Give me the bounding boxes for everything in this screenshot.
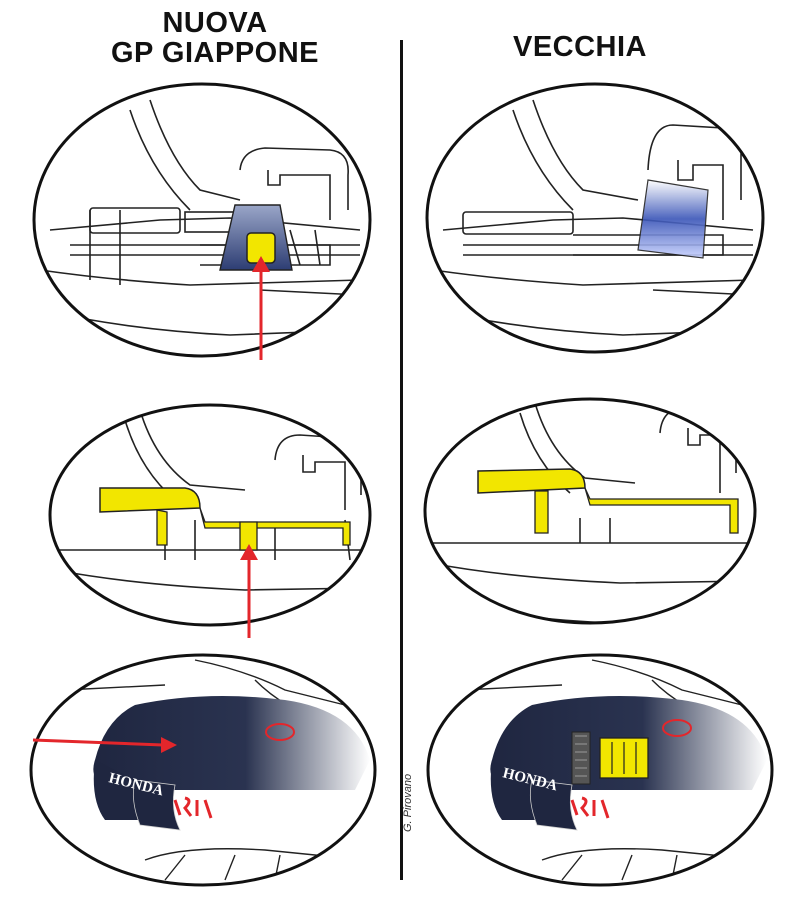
panel-new-bottom-frame — [29, 653, 377, 887]
panel-old-bottom: HONDA — [426, 653, 774, 887]
panel-new-top-frame — [32, 82, 372, 358]
panel-new-middle-frame — [48, 403, 372, 627]
panel-new-top — [32, 82, 372, 360]
rb-logo-new — [265, 723, 295, 741]
panel-old-top — [425, 82, 765, 354]
artist-credit: G. Pirovano — [402, 773, 414, 832]
panel-old-bottom-frame — [426, 653, 774, 887]
panel-old-top-frame — [425, 82, 765, 354]
arrow-new-middle — [240, 544, 258, 638]
panel-old-middle-frame — [423, 397, 757, 625]
highlight-new-wing — [99, 487, 351, 551]
panel-old-middle — [423, 397, 757, 625]
column-divider — [400, 40, 403, 880]
arrow-new-bottom — [32, 737, 177, 753]
highlight-old-wing — [477, 468, 739, 534]
panel-new-bottom: HONDA — [29, 653, 377, 887]
column-title-new: NUOVA GP GIAPPONE — [80, 8, 350, 68]
column-title-new-line2: GP GIAPPONE — [110, 37, 320, 69]
column-title-new-line1: NUOVA — [162, 7, 268, 39]
panel-new-middle — [48, 403, 372, 638]
redbull-script-old — [570, 796, 610, 819]
arrow-new-top — [252, 256, 270, 360]
redbull-script-new — [173, 796, 213, 819]
column-title-old: VECCHIA — [512, 31, 647, 63]
vanes-old — [571, 731, 649, 785]
rb-logo-old — [662, 719, 692, 737]
